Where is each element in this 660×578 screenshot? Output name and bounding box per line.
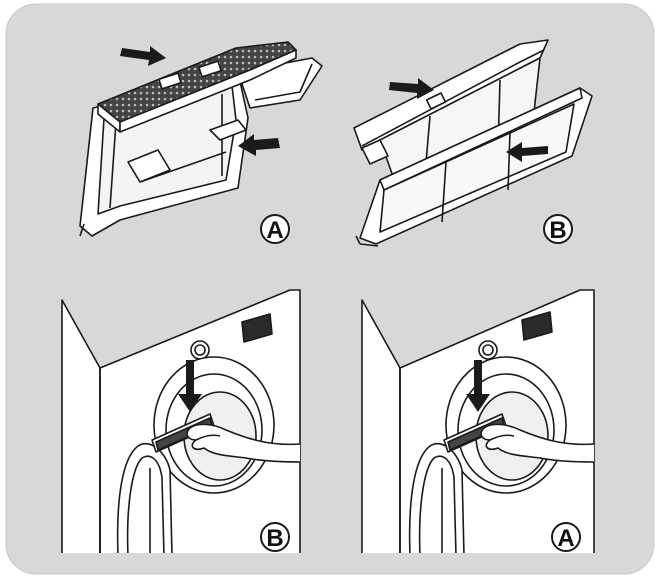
arrow-left-icon — [506, 142, 548, 162]
arrow-left-icon — [238, 134, 280, 156]
filter-assembly-b-illustration — [353, 39, 593, 247]
svg-text:A: A — [266, 217, 283, 244]
dryer-display — [521, 311, 553, 341]
svg-text:B: B — [549, 217, 566, 244]
arrow-down-icon — [178, 360, 202, 412]
svg-text:B: B — [266, 525, 283, 552]
panel-label-a-top: A — [260, 214, 290, 244]
arrow-down-icon — [466, 360, 490, 412]
panel-label-b-bottom: B — [260, 522, 290, 552]
panel-label-b-top: B — [543, 214, 573, 244]
arrow-right-icon — [120, 46, 166, 66]
panel-label-a-bottom: A — [551, 522, 581, 552]
arrow-right-icon — [389, 78, 434, 99]
filter-assembly-a-illustration — [79, 41, 323, 237]
svg-text:A: A — [557, 525, 574, 552]
dryer-display — [241, 313, 273, 343]
